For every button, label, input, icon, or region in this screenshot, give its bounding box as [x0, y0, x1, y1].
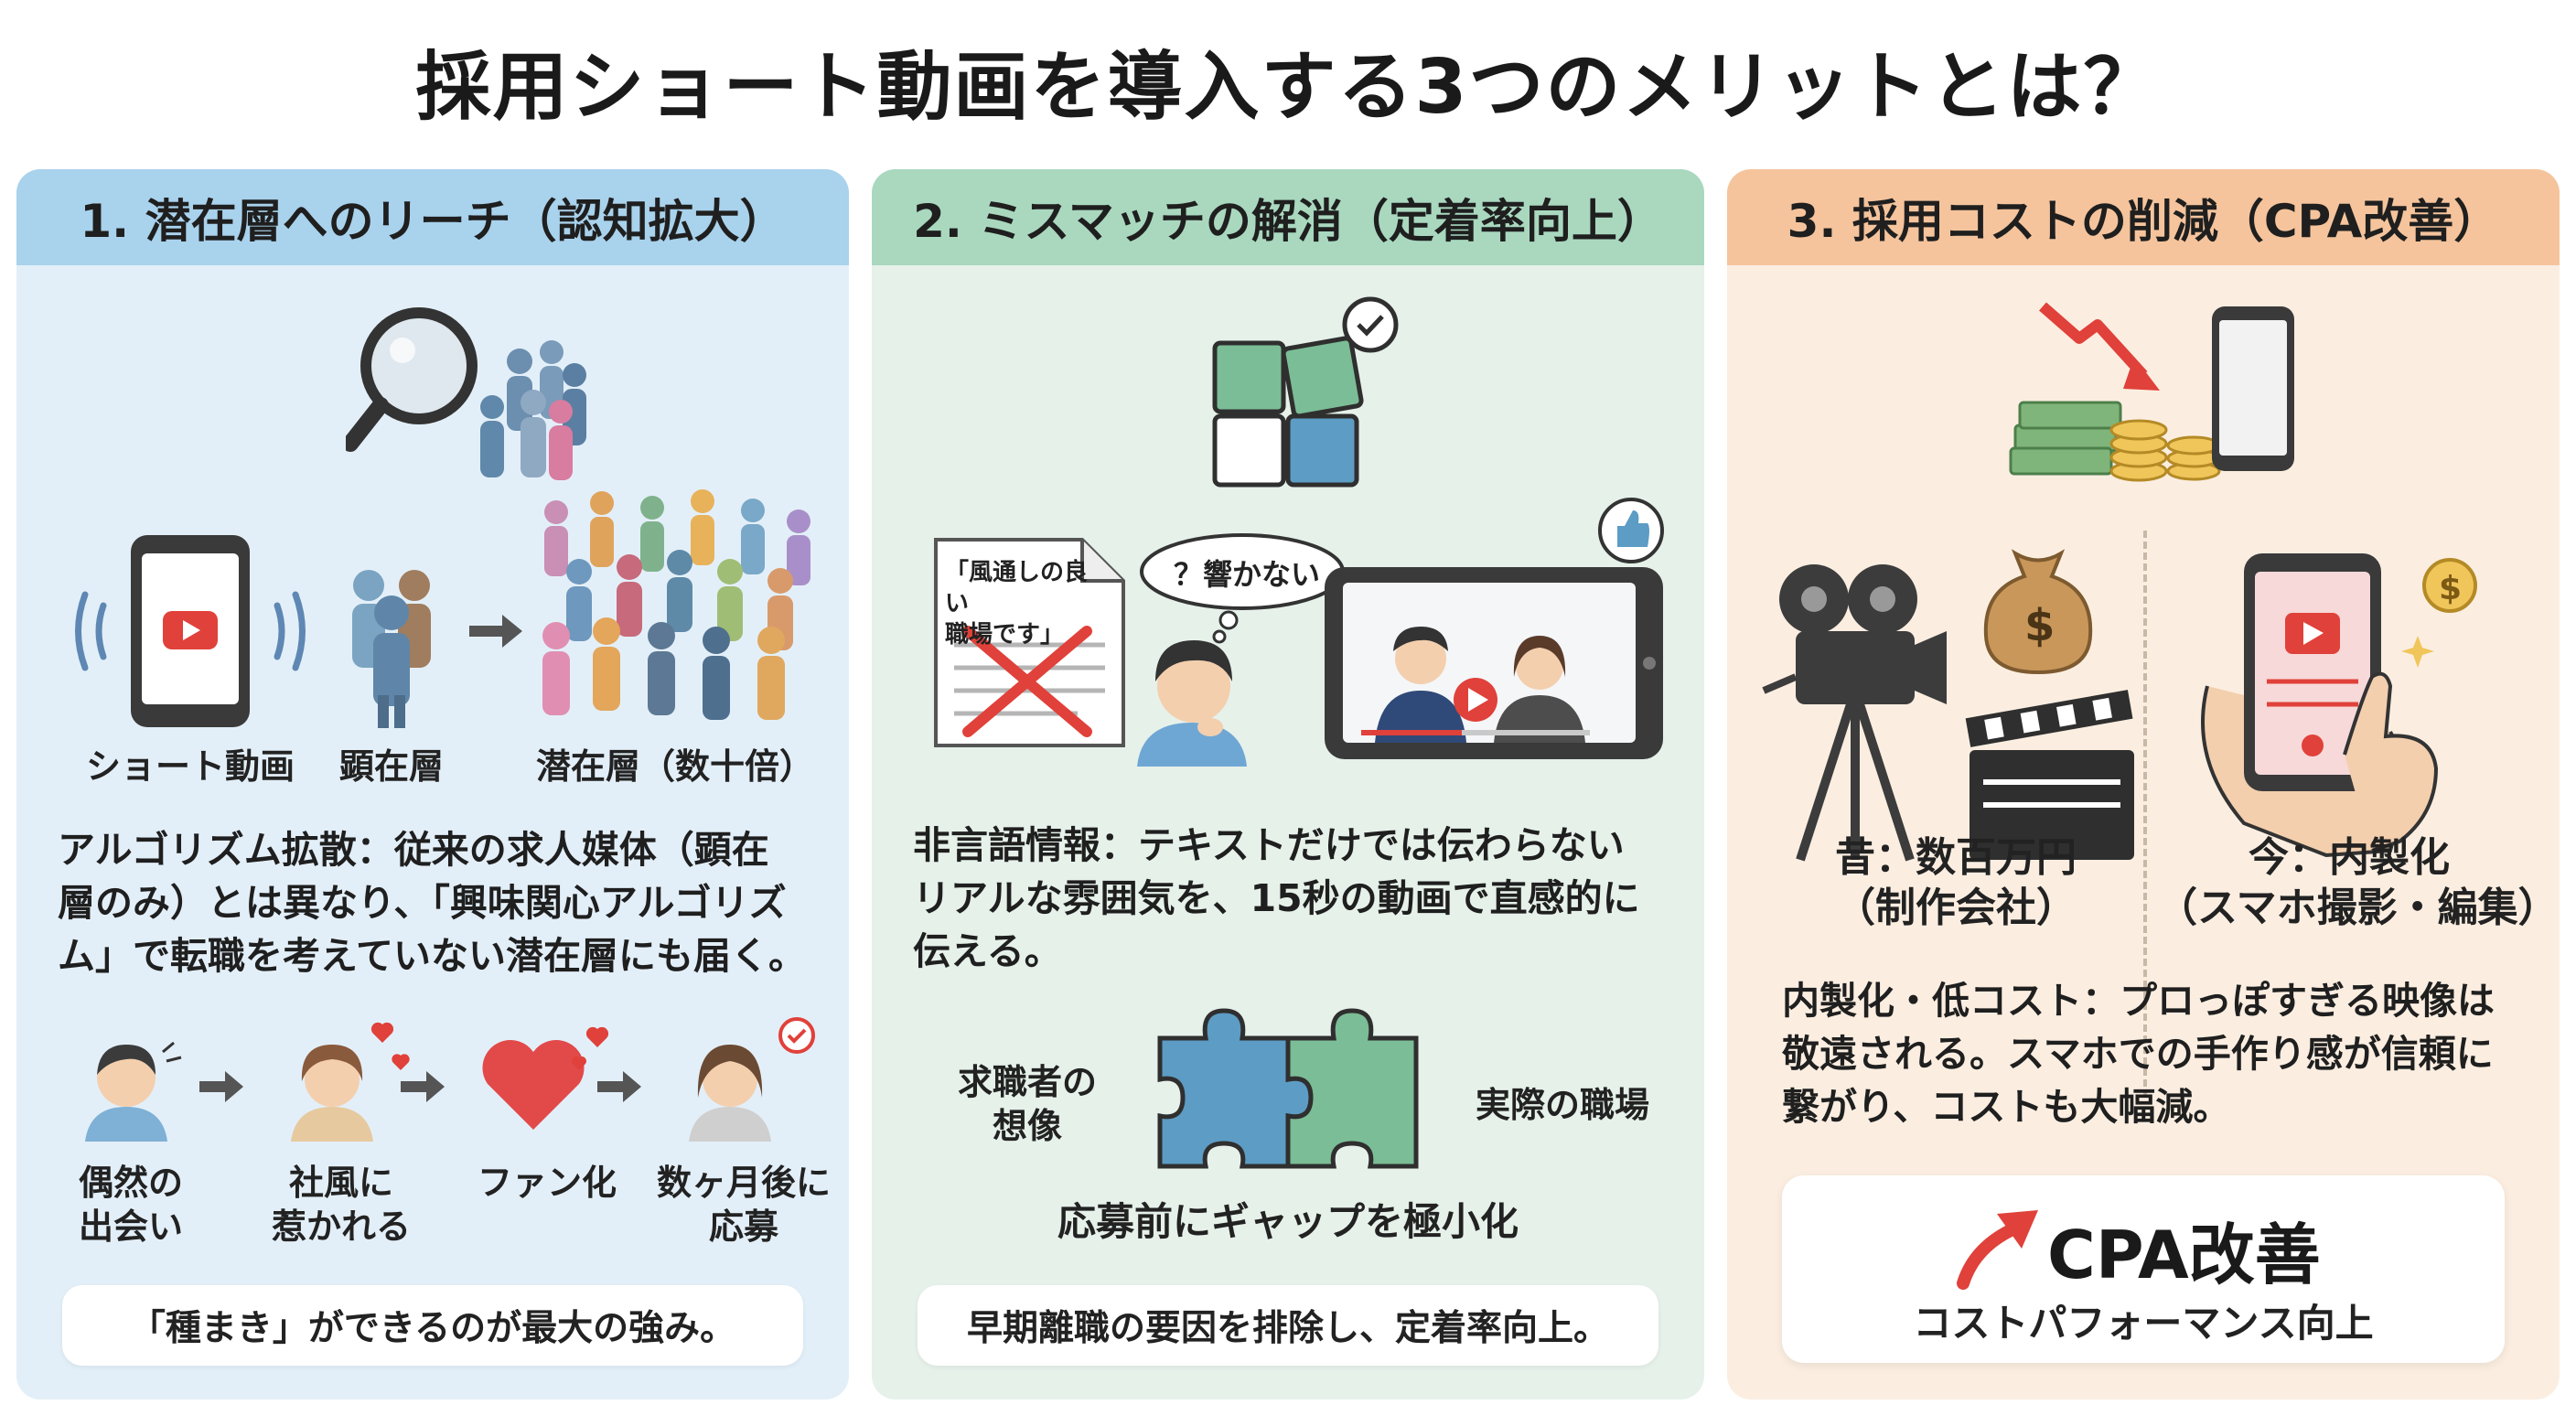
arrow-right-icon [469, 615, 522, 648]
arrow-right-icon [401, 1071, 445, 1102]
page-title: 採用ショート動画を導入する3つのメリットとは？ [415, 44, 2161, 131]
puzzle-right-label: 実際の職場 [1475, 1085, 1649, 1125]
apparent-group-icon [352, 570, 431, 728]
panel-mismatch: 2. ミスマッチの解消（定着率向上） 「風通しの良い職場です」 ？響かない [872, 169, 1704, 1400]
panel-header: 3. 採用コストの削減（CPA改善） [1727, 169, 2560, 265]
after-label: 今：内製化（スマホ撮影・編集） [2157, 834, 2559, 931]
comparison-divider [2143, 531, 2147, 1098]
professional-production-icon: $ [1762, 549, 2134, 862]
cpa-subtitle: コストパフォーマンス向上 [1913, 1301, 2374, 1346]
smartphone-in-hand-icon: $ [2201, 553, 2477, 858]
puzzle-left-label: 求職者の想像 [957, 1062, 1097, 1146]
magnifier-crowd-icon [346, 307, 586, 480]
panel1-paragraph: アルゴリズム拡散：従来の求人媒体（顕在 層のみ）とは異なり、「興味関心アルゴリズ… [58, 828, 806, 979]
cpa-title: CPA改善 [2047, 1217, 2321, 1293]
panel3-paragraph: 内製化・低コスト：プロっぽすぎる映像は 敬遠される。スマホでの手作り感が信頼に … [1782, 979, 2495, 1130]
trend-up-icon [1957, 1210, 2038, 1290]
bubble-text: ？響かない [1173, 557, 1320, 592]
latent-crowd-icon [542, 489, 810, 720]
panel-latent-reach: 1. 潜在層へのリーチ（認知拡大） ショート動画 顕在層 [16, 169, 849, 1400]
panel1-footer: 「種まき」ができるのが最大の強み。 [62, 1285, 803, 1366]
before-label: 昔：数百万円（制作会社） [1835, 834, 2077, 931]
panel2-paragraph: 非言語情報：テキストだけでは伝わらない リアルな雰囲気を、15秒の動画で直感的に… [913, 823, 1640, 974]
arrow-right-icon [597, 1071, 641, 1102]
svg-text:$: $ [2439, 570, 2462, 607]
panel-header: 2. ミスマッチの解消（定着率向上） [872, 169, 1704, 265]
panel-header: 1. 潜在層へのリーチ（認知拡大） [16, 169, 849, 265]
panel2-footer: 早期離職の要因を排除し、定着率向上。 [918, 1285, 1658, 1366]
step-label-attracted: 社風に惹かれる [271, 1163, 411, 1247]
phone-video-icon [75, 535, 306, 727]
thinking-person-icon [1137, 533, 1345, 767]
person-apply-icon [689, 1017, 815, 1142]
person-encounter-icon [85, 1041, 182, 1142]
arrow-right-icon [199, 1071, 243, 1102]
step-label-fan: ファン化 [477, 1163, 617, 1203]
svg-text:$: $ [2024, 600, 2055, 651]
apparent-label: 顕在層 [338, 746, 444, 787]
puzzle-caption: 応募前にギャップを極小化 [1057, 1199, 1519, 1244]
step-label-encounter: 偶然の出会い [78, 1163, 183, 1247]
video-interview-icon [1325, 498, 1664, 759]
puzzle-check-icon [1212, 296, 1399, 488]
document-quote: 「風通しの良い職場です」 [945, 559, 1089, 649]
cpa-improvement-card: CPA改善 コストパフォーマンス向上 [1782, 1175, 2505, 1363]
person-attracted-icon [291, 1022, 410, 1142]
cost-down-icon [2009, 302, 2294, 482]
short-video-label: ショート動画 [85, 746, 295, 787]
heart-fan-icon [482, 1026, 609, 1130]
latent-label: 潜在層（数十倍） [535, 746, 814, 787]
document-crossed-icon [934, 538, 1125, 747]
puzzle-pieces-icon [1157, 1008, 1419, 1169]
step-label-apply: 数ヶ月後に応募 [656, 1163, 831, 1247]
panel-cost-reduction: 3. 採用コストの削減（CPA改善） $ [1727, 169, 2560, 1400]
